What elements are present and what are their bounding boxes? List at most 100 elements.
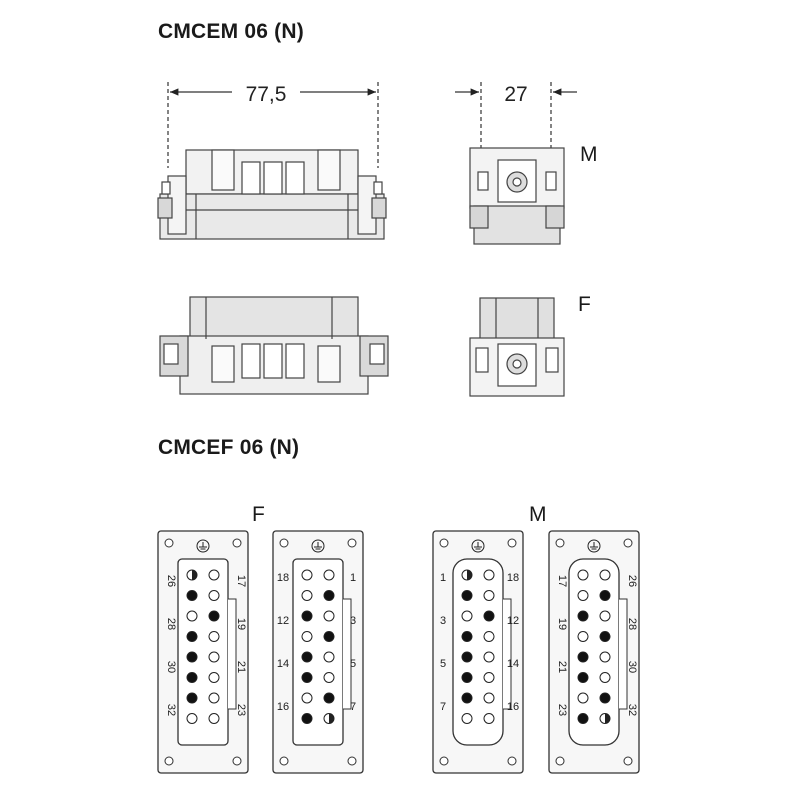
pin-number-label: 3: [440, 615, 446, 627]
insulator-body: [568, 558, 620, 746]
pin-number-label: 26: [626, 575, 638, 587]
pin-contact: [301, 713, 313, 724]
pin-contact: [186, 672, 198, 683]
pin-contact: [186, 631, 198, 642]
pin-contact: [577, 713, 589, 724]
pin-number-label: 5: [350, 658, 356, 670]
pin-number-label: 28: [165, 618, 177, 630]
pin-contact: [599, 692, 611, 704]
pin-contact: [461, 590, 473, 601]
screw-hole: [279, 538, 289, 548]
earth-icon: [471, 539, 485, 553]
pin-contact-earth: [192, 570, 197, 580]
pin-contact: [323, 590, 335, 601]
screw-hole: [279, 756, 289, 766]
pin-contact: [599, 590, 611, 601]
pin-contact: [208, 713, 220, 724]
pin-number-label: 18: [507, 572, 519, 584]
insulator-body: [177, 558, 229, 746]
pin-number-label: 19: [556, 618, 568, 630]
pin-contact: [323, 692, 335, 704]
pin-contact: [577, 651, 589, 663]
pin-contact: [483, 692, 495, 704]
pin-number-label: 7: [350, 701, 356, 713]
earth-icon: [196, 539, 210, 553]
pin-number-label: 26: [165, 575, 177, 587]
pin-number-label: 17: [235, 575, 247, 587]
male-side-view-label: M: [580, 143, 598, 166]
screw-hole: [164, 756, 174, 766]
pin-number-label: 21: [556, 661, 568, 673]
pin-contact: [461, 713, 473, 724]
pin-contact: [301, 631, 313, 642]
pin-number-label: 28: [626, 618, 638, 630]
pin-contact: [301, 651, 313, 663]
female-insert-side-view: [469, 297, 565, 397]
pin-contact: [186, 590, 198, 601]
pin-contact: [301, 672, 313, 683]
pin-number-label: 7: [440, 701, 446, 713]
pin-contact-earth: [329, 713, 334, 724]
pin-contact: [208, 569, 220, 581]
pin-contact: [577, 610, 589, 622]
pin-contact: [483, 713, 495, 724]
pin-number-label: 14: [277, 658, 289, 670]
pin-contact: [599, 672, 611, 683]
pin-number-label: 32: [165, 704, 177, 716]
pin-number-label: 1: [350, 572, 356, 584]
pin-contact-earth: [467, 570, 472, 580]
screw-hole: [164, 538, 174, 548]
insulator-body: [292, 558, 344, 746]
coding-notch: [228, 598, 237, 710]
pin-contact: [461, 692, 473, 704]
pin-number-label: 12: [507, 615, 519, 627]
insulator-body: [452, 558, 504, 746]
screw-hole: [507, 756, 517, 766]
coding-notch: [619, 598, 628, 710]
width-dimension-label: 77,5: [246, 83, 287, 106]
pin-contact: [599, 569, 611, 581]
pin-number-label: 17: [556, 575, 568, 587]
pin-contact: [577, 590, 589, 601]
pin-number-label: 16: [507, 701, 519, 713]
pin-contact: [208, 631, 220, 642]
pin-panels: 2628303217192123181214161357135718121416…: [157, 530, 640, 774]
female-insert-title: CMCEF 06 (N): [158, 436, 300, 459]
pin-contact: [323, 651, 335, 663]
pin-number-label: 21: [235, 661, 247, 673]
male-insert-front-view: [157, 149, 387, 240]
pin-contact: [577, 631, 589, 642]
pin-contact: [599, 651, 611, 663]
pin-contact: [323, 610, 335, 622]
screw-hole: [555, 538, 565, 548]
pin-contact: [301, 569, 313, 581]
pin-contact: [186, 713, 198, 724]
pin-contact: [577, 672, 589, 683]
pin-contact: [483, 610, 495, 622]
pin-contact: [483, 672, 495, 683]
pin-contact: [186, 692, 198, 704]
pin-number-label: 18: [277, 572, 289, 584]
pin-contact: [599, 631, 611, 642]
width-dimension: [167, 82, 379, 168]
pin-number-label: 16: [277, 701, 289, 713]
pin-contact: [208, 651, 220, 663]
pin-contact: [461, 610, 473, 622]
pin-contact: [461, 672, 473, 683]
pin-contact: [483, 631, 495, 642]
screw-hole: [232, 538, 242, 548]
pin-contact: [208, 672, 220, 683]
pin-contact: [186, 610, 198, 622]
pin-contact: [301, 590, 313, 601]
pin-number-label: 14: [507, 658, 519, 670]
pin-contact: [483, 651, 495, 663]
pin-contact: [208, 590, 220, 601]
pin-contact: [599, 610, 611, 622]
pin-number-label: 19: [235, 618, 247, 630]
pin-number-label: 1: [440, 572, 446, 584]
earth-icon: [587, 539, 601, 553]
screw-hole: [507, 538, 517, 548]
